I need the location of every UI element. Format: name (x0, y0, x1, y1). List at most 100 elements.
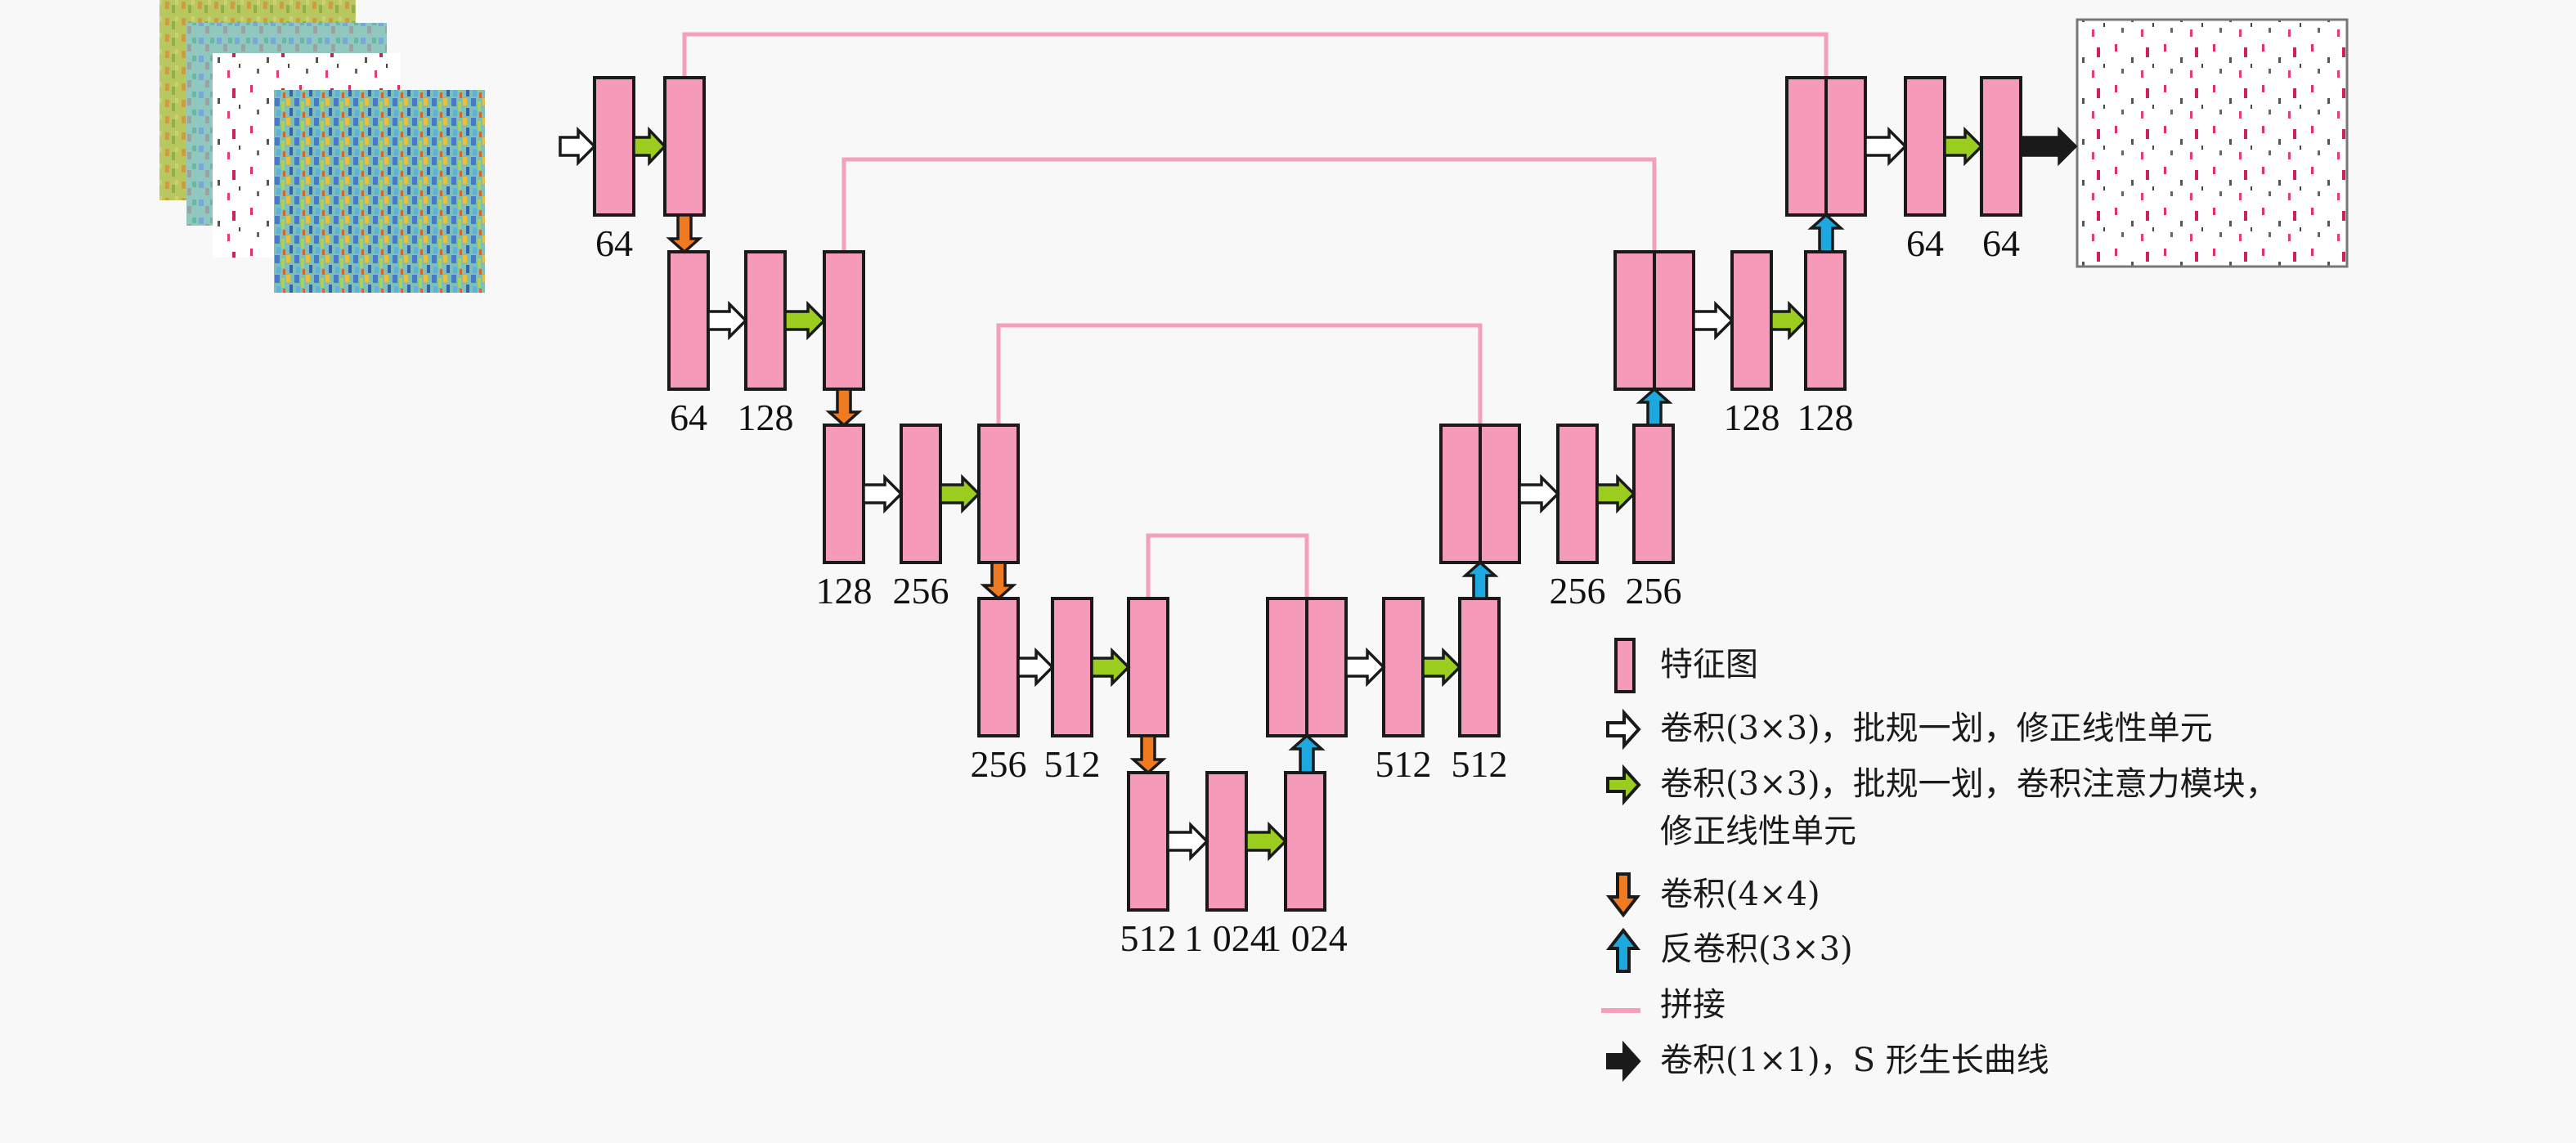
orange-down-arrow-icon (1605, 872, 1641, 918)
feature-map (1127, 771, 1169, 912)
legend-label: 卷积(3×3)，批规一划，卷积注意力模块， 修正线性单元 (1660, 765, 2278, 850)
conv-plain-arrow (1692, 300, 1735, 341)
downsample-arrow (1129, 734, 1167, 775)
output-image (2076, 18, 2349, 268)
feature-map-concat-a (1613, 250, 1656, 391)
conv-plain-arrow (1864, 126, 1908, 167)
legend-label: 拼接 (1660, 986, 1726, 1024)
upsample-arrow (1461, 560, 1499, 600)
channel-label: 64 (1982, 222, 2020, 264)
feature-map (1730, 250, 1773, 391)
feature-map (1632, 424, 1675, 564)
conv-attention-arrow (632, 126, 667, 167)
legend-item-conv-attention: 卷积(3×3)，批规一划，卷积注意力模块， 修正线性单元 (1586, 760, 2278, 855)
conv-plain-arrow (1518, 473, 1560, 514)
feature-map (823, 250, 865, 391)
legend-label: 特征图 (1660, 646, 1758, 684)
channel-label: 512 (1120, 917, 1177, 959)
skip-connection (841, 157, 1657, 252)
conv-attention-arrow (1595, 473, 1636, 514)
feature-map-concat-a (1785, 76, 1828, 217)
legend-item-conv-plain: 卷积(3×3)，批规一划，修正线性单元 (1586, 705, 2213, 754)
skip-connections (682, 32, 1829, 598)
blue-up-arrow-icon (1605, 927, 1641, 973)
skip-connection (1146, 533, 1309, 598)
conv-attention-arrow (1943, 126, 1984, 167)
feature-map (593, 76, 635, 217)
feature-map (1458, 597, 1501, 737)
channel-label: 128 (1797, 397, 1854, 438)
downsample-arrow (666, 213, 703, 254)
upsample-arrow (1636, 387, 1673, 427)
white-arrow-icon (1606, 708, 1641, 751)
conv-plain-arrow (1344, 647, 1386, 688)
legend-item-deconv: 反卷积(3×3) (1586, 926, 1853, 975)
channel-label: 1 024 (1184, 917, 1269, 959)
channel-label: 64 (595, 222, 633, 264)
channel-label: 512 (1376, 743, 1432, 785)
skip-connection (682, 32, 1829, 78)
feature-map-concat-b (1305, 597, 1348, 737)
channel-label: 128 (1724, 397, 1780, 438)
arrows (559, 126, 2078, 862)
images (159, 0, 2349, 293)
conv-attention-arrow (1245, 821, 1288, 862)
conv-plain-arrow (1166, 821, 1209, 862)
feature-map-concat-b (1824, 76, 1867, 217)
channel-label: 64 (1906, 222, 1944, 264)
upsample-arrow (1807, 213, 1845, 253)
conv-attention-arrow (1421, 647, 1462, 688)
channel-label: 256 (1550, 570, 1606, 612)
skip-connection (996, 323, 1483, 425)
conv-attention-arrow (1090, 647, 1131, 688)
channel-label: 256 (971, 743, 1027, 785)
feature-map-concat-a (1439, 424, 1482, 564)
channel-label: 256 (1626, 570, 1682, 612)
feature-map (1205, 771, 1248, 912)
feature-map (1556, 424, 1599, 564)
feature-map (823, 424, 865, 564)
feature-map (667, 250, 710, 391)
legend-label: 卷积(1×1)，S 形生长曲线 (1660, 1042, 2049, 1079)
legend-item-feature-map: 特征图 (1586, 638, 1758, 693)
feature-map (1051, 597, 1093, 737)
pink-line-icon (1601, 1008, 1640, 1013)
feature-map-concat-a (1266, 597, 1308, 737)
feature-map (1127, 597, 1169, 737)
black-arrow-icon (1606, 1040, 1641, 1082)
channel-label: 128 (816, 570, 873, 612)
legend-label: 卷积(3×3)，批规一划，修正线性单元 (1660, 710, 2213, 747)
feature-map (1284, 771, 1326, 912)
feature-map (1804, 250, 1847, 391)
conv-attention-arrow (783, 300, 827, 341)
final-conv-arrow (2019, 126, 2078, 167)
feature-maps (593, 76, 2022, 912)
channel-label: 512 (1044, 743, 1101, 785)
green-arrow-icon (1606, 764, 1641, 806)
legend-label: 反卷积(3×3) (1660, 930, 1853, 968)
downsample-arrow (980, 561, 1017, 601)
conv-plain-arrow (707, 300, 748, 341)
feature-map (744, 250, 787, 391)
feature-map (1980, 76, 2022, 217)
conv-plain-arrow (862, 473, 904, 514)
feature-map-icon (1614, 638, 1636, 693)
downsample-arrow (825, 388, 863, 428)
feature-map (977, 597, 1020, 737)
legend-item-downconv: 卷积(4×4) (1586, 871, 1820, 920)
input-image (274, 90, 485, 293)
feature-map (977, 424, 1020, 564)
feature-map-concat-b (1653, 250, 1695, 391)
channel-label: 128 (738, 397, 794, 438)
channel-label: 256 (893, 570, 949, 612)
feature-map-concat-b (1479, 424, 1521, 564)
feature-map (900, 424, 942, 564)
legend-item-concat: 拼接 (1586, 981, 1726, 1030)
channel-label: 1 024 (1263, 917, 1348, 959)
feature-map (663, 76, 706, 217)
feature-map (1904, 76, 1946, 217)
channel-label: 64 (670, 397, 707, 438)
legend-label: 卷积(4×4) (1660, 876, 1820, 913)
